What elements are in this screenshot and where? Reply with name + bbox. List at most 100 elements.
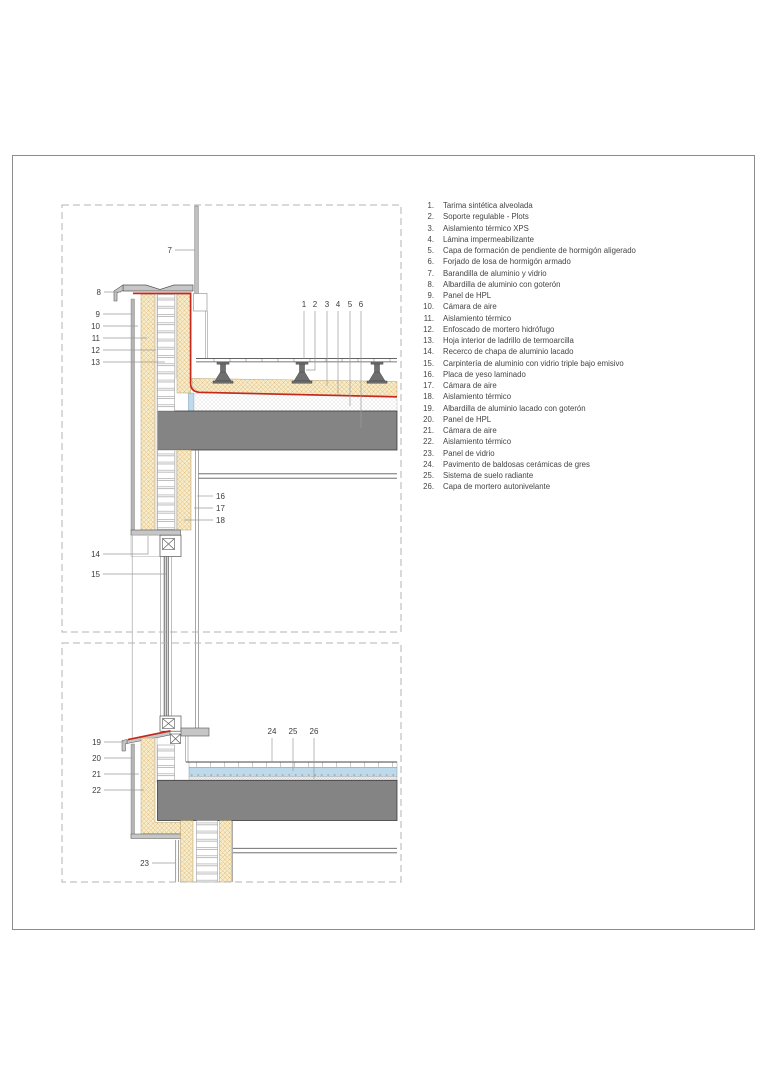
- legend-item-number: 26.: [423, 482, 434, 492]
- upper-detail: [113, 205, 398, 738]
- legend-item-label: Enfoscado de mortero hidrófugo: [443, 324, 555, 334]
- window-frame-sill: [159, 715, 182, 732]
- legend-item-label: Aislamiento térmico XPS: [443, 223, 529, 233]
- callout-number: 17: [216, 504, 225, 513]
- suspended-ceiling-upper: [198, 473, 397, 479]
- callout-number: 2: [313, 300, 318, 309]
- legend-item-label: Sistema de suelo radiante: [443, 471, 534, 480]
- legend-item-label: Capa de formación de pendiente de hormig…: [443, 246, 636, 255]
- brick-wall: [157, 294, 175, 412]
- legend-item-label: Hoja interior de ladrillo de termoarcill…: [443, 336, 574, 345]
- railing-bracket: [193, 293, 208, 312]
- callout-number: 15: [91, 570, 100, 579]
- head-flashing: [130, 529, 181, 536]
- callout-number: 24: [268, 727, 277, 736]
- legend-item-label: Cámara de aire: [443, 426, 497, 435]
- legend-item-number: 21.: [423, 426, 434, 435]
- legend-item: 23.Panel de vidrio: [420, 448, 750, 459]
- roof-deck: [196, 357, 397, 363]
- callout-number: 16: [216, 492, 225, 501]
- legend-item-label: Soporte regulable - Plots: [443, 212, 529, 222]
- sill-support-block: [170, 733, 181, 744]
- legend-item-number: 17.: [423, 381, 434, 390]
- legend-item-label: Carpintería de aluminio con vidrio tripl…: [443, 358, 624, 368]
- legend-item-label: Aislamiento térmico: [443, 437, 512, 447]
- legend-item: 26. Capa de mortero autonivelante: [420, 481, 750, 492]
- render-strip: [174, 449, 178, 531]
- legend-item: 22. Aislamiento térmico: [420, 436, 750, 447]
- callout-number: 14: [91, 550, 100, 559]
- legend-item-number: 16.: [423, 369, 434, 379]
- legend-item: 11.Aislamiento térmico: [420, 313, 750, 324]
- legend-item: 10.Cámara de aire: [420, 301, 750, 312]
- legend-item: 7. Barandilla de aluminio y vidrio: [420, 268, 750, 279]
- legend-item: 15.Carpintería de aluminio con vidrio tr…: [420, 358, 750, 369]
- callout-leader: [306, 311, 316, 371]
- glass-panel: [175, 840, 179, 882]
- callout-number: 26: [310, 727, 319, 736]
- legend-item-label: Placa de yeso laminado: [443, 369, 526, 379]
- aluminium-coping: [113, 284, 194, 302]
- lower-detail: [121, 715, 398, 883]
- callout-number: 21: [92, 770, 101, 779]
- legend-item: 9.Panel de HPL: [420, 290, 750, 301]
- callout-number: 3: [325, 300, 330, 309]
- callout-number: 11: [92, 334, 101, 343]
- callout-number: 18: [216, 516, 225, 525]
- callout-number: 6: [359, 300, 364, 309]
- legend-item-label: Capa de mortero autonivelante: [443, 482, 551, 492]
- concrete-slab-lower: [157, 779, 398, 821]
- callout-leader: [103, 536, 149, 555]
- callout-number: 9: [96, 310, 101, 319]
- suspended-ceiling-lower: [232, 847, 397, 854]
- legend-item-label: Albardilla de aluminio con goterón: [443, 279, 561, 289]
- legend-item: 19.Albardilla de aluminio lacado con got…: [420, 403, 750, 414]
- triple-glazing: [160, 556, 172, 716]
- legend-item-label: Recerco de chapa de aluminio lacado: [443, 347, 574, 357]
- legend-item-label: Barandilla de aluminio y vidrio: [443, 268, 547, 278]
- legend-item-number: 7.: [427, 268, 434, 278]
- legend-item: 14.Recerco de chapa de aluminio lacado: [420, 346, 750, 357]
- legend-item: 3. Aislamiento térmico XPS: [420, 223, 750, 234]
- legend-item-label: Forjado de losa de hormigón armado: [443, 257, 571, 267]
- upper-detail-boundary: [61, 204, 402, 633]
- render-strip: [154, 294, 158, 531]
- legend-item: 12. Enfoscado de mortero hidrófugo: [420, 324, 750, 335]
- callout-number: 7: [168, 246, 173, 255]
- legend-item-label: Aislamiento térmico: [443, 392, 512, 402]
- legend-item: 2.Soporte regulable - Plots: [420, 211, 750, 222]
- soffit-panel: [130, 833, 186, 839]
- legend-item-label: Tarima sintética alveolada: [443, 201, 533, 210]
- floor-buildup: [186, 761, 398, 781]
- legend-item: 4.Lámina impermeabilizante: [420, 234, 750, 245]
- waterproofing-membrane-upper: [133, 292, 398, 398]
- render-strip-lower: [154, 737, 158, 783]
- legend-item-number: 11.: [423, 313, 434, 323]
- levelling-mortar-layer: [188, 776, 398, 781]
- legend-item-number: 3.: [427, 223, 434, 233]
- legend-item: 5.Capa de formación de pendiente de horm…: [420, 245, 750, 256]
- legend-item: 1. Tarima sintética alveolada: [420, 200, 750, 211]
- callout-number: 8: [97, 288, 102, 297]
- interior-sill-plate: [180, 727, 210, 737]
- brick-wall-lower: [157, 744, 175, 783]
- spandrel-wall: [130, 737, 186, 839]
- legend-item-number: 4.: [427, 234, 434, 244]
- legend-item: 24.Pavimento de baldosas cerámicas de gr…: [420, 459, 750, 470]
- legend-item-number: 19.: [423, 403, 434, 413]
- legend-item-number: 12.: [423, 324, 434, 334]
- wall-below-slab: [180, 820, 233, 883]
- legend-item: 16. Placa de yeso laminado: [420, 369, 750, 380]
- legend-item: 17. Cámara de aire: [420, 380, 750, 391]
- legend-item-number: 1.: [427, 201, 434, 210]
- legend-item-number: 6.: [427, 257, 434, 267]
- legend-item-label: Cámara de aire: [443, 381, 497, 390]
- legend-item: 18.Aislamiento térmico: [420, 391, 750, 402]
- legend-item-number: 13.: [423, 336, 434, 345]
- legend-item-number: 22.: [423, 437, 434, 447]
- legend-item: 21. Cámara de aire: [420, 425, 750, 436]
